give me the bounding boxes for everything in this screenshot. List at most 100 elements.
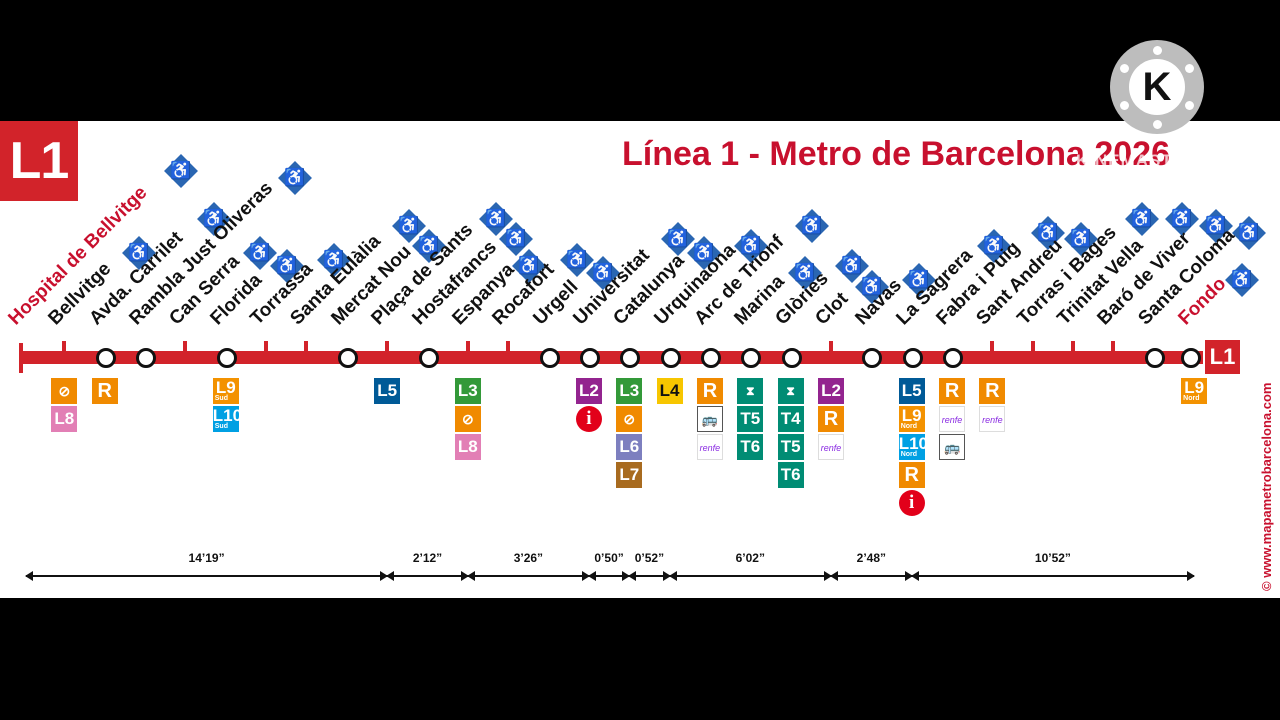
metro-connection-badge: L8 [454, 434, 481, 460]
interchange-dot[interactable] [781, 348, 802, 368]
logo-dot [1184, 64, 1194, 73]
track-tick [1030, 341, 1035, 352]
interchange-dot[interactable] [660, 348, 681, 368]
connection-label: L10 [898, 434, 928, 453]
tram-icon: ⧗ [777, 378, 804, 404]
renfe-connection-badge: renfe [696, 434, 723, 460]
interchange-dot[interactable] [418, 348, 439, 368]
interchange-dot[interactable] [700, 348, 721, 368]
connection-label: L5 [377, 381, 398, 400]
track-tick [1111, 341, 1116, 352]
travel-time-arrow [628, 571, 671, 581]
logo-dot [1152, 45, 1162, 55]
interchange-dot[interactable] [1144, 348, 1165, 368]
interchange-dot[interactable] [95, 348, 116, 368]
interchange-dot[interactable] [862, 348, 883, 368]
funicular-icon: ⊘ [51, 378, 78, 404]
travel-time-arrow [668, 571, 833, 581]
line-badge: L1 [0, 121, 78, 201]
end-line-badge: L1 [1205, 340, 1240, 374]
rodalies-connection-badge: R [939, 378, 966, 404]
interchange-dot[interactable] [539, 348, 560, 368]
interchange-dot[interactable] [620, 348, 641, 368]
metro-connection-badge: T4 [777, 406, 804, 432]
connection-label: L5 [901, 381, 922, 400]
connection-label: R [904, 464, 919, 486]
track-tick [990, 341, 995, 352]
travel-time-arrow [386, 571, 469, 581]
connection-sublabel: Nord [900, 423, 918, 430]
connection-label: T5 [780, 437, 801, 456]
line-diagram-panel: L1 Línea 1 - Metro de Barcelona 2026 KIN… [0, 121, 1280, 598]
travel-time-arrow [587, 571, 631, 581]
connection-label: L3 [619, 381, 640, 400]
track-tick [304, 341, 309, 352]
connection-label: T5 [740, 409, 761, 428]
logo-dot [1120, 101, 1130, 110]
metro-connection-badge: L5 [374, 378, 401, 404]
travel-time-arrow [466, 571, 590, 581]
wheelchair-icon: ♿ [795, 208, 830, 243]
travel-time-label: 0’50” [594, 551, 624, 565]
info-connection-badge: i [575, 406, 602, 432]
connection-label: R [985, 380, 1000, 402]
interchange-dot[interactable] [902, 348, 923, 368]
metro-connection-badge: T6 [737, 434, 764, 460]
metro-connection-badge: T5 [777, 434, 804, 460]
rodalies-connection-badge: R [898, 462, 925, 488]
logo-dot [1152, 119, 1162, 129]
travel-time-label: 10’52” [1034, 551, 1071, 565]
interchange-dot[interactable] [741, 348, 762, 368]
metro-connection-badge: L3 [454, 378, 481, 404]
watermark: KINEMASTER [1076, 151, 1199, 170]
connection-label: R [823, 408, 839, 430]
wheelchair-icon: ♿ [163, 154, 198, 189]
connection-sublabel: Sud [214, 423, 228, 430]
funicular-icon: ⊘ [616, 406, 643, 432]
wheelchair-icon: ♿ [1124, 201, 1159, 236]
interchange-dot[interactable] [1181, 348, 1202, 368]
metro-connection-badge: L2 [818, 378, 844, 404]
connection-label: L4 [659, 381, 680, 400]
interchange-dot[interactable] [579, 348, 600, 368]
connection-label: renfe [820, 443, 842, 453]
connection-label: renfe [699, 443, 721, 453]
metro-connection-badge: T6 [777, 462, 804, 488]
track-tick [465, 341, 470, 352]
interchange-dot[interactable] [136, 348, 157, 368]
connection-label: T6 [780, 465, 801, 484]
connection-label: L2 [821, 381, 841, 400]
kinemaster-logo: K [1110, 40, 1204, 134]
connection-label: R [944, 380, 960, 402]
source-credit: © www.mapametrobarcelona.com [1259, 382, 1274, 592]
connection-sublabel: Sud [214, 395, 228, 402]
connection-sublabel: Nord [1183, 395, 1200, 402]
logo-dot [1184, 101, 1194, 110]
travel-time-arrow [910, 571, 1196, 581]
track-tick [385, 341, 390, 352]
connection-label: R [97, 380, 112, 402]
track-tick [62, 341, 67, 352]
connection-label: L7 [619, 465, 640, 484]
interchange-dot[interactable] [337, 348, 358, 368]
interchange-dot[interactable] [943, 348, 964, 368]
travel-time-label: 0’52” [634, 551, 665, 565]
interchange-dot[interactable] [216, 348, 237, 368]
connection-label: L9 [1184, 378, 1205, 397]
metro-connection-badge: L4 [656, 378, 683, 404]
travel-time-label: 3’26” [513, 551, 544, 565]
metro-connection-badge: T5 [737, 406, 764, 432]
connection-label: L6 [619, 437, 640, 456]
metro-connection-badge: L7 [616, 462, 643, 488]
metro-connection-badge: L5 [898, 378, 925, 404]
metro-track [21, 351, 1203, 364]
connection-label: L2 [578, 381, 599, 400]
renfe-connection-badge: renfe [939, 406, 966, 432]
bus-icon: 🚌 [939, 434, 966, 460]
travel-time-label: 2’48” [856, 551, 887, 565]
renfe-connection-badge: renfe [818, 434, 844, 460]
